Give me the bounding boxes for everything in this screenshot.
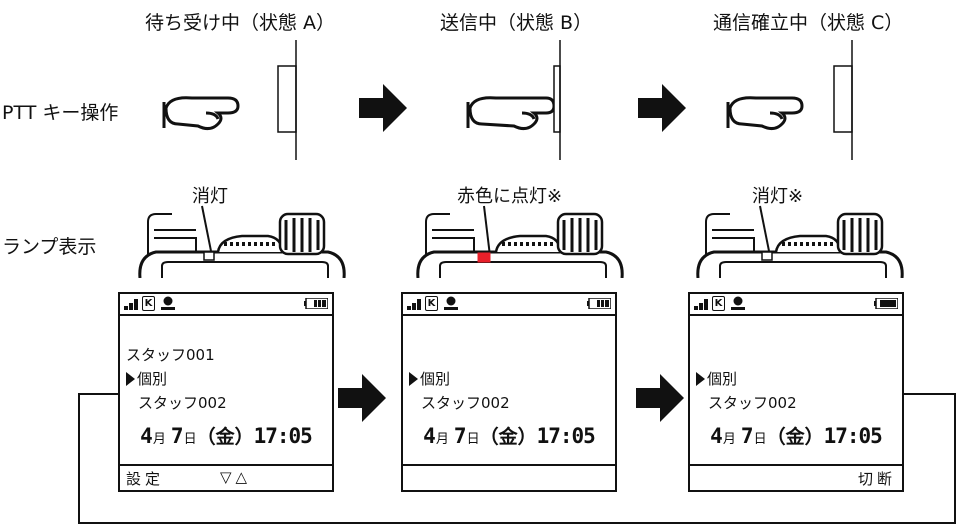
screen-state-b: K 個別 スタッフ002 4月 7日（金）17:05 <box>401 292 617 492</box>
signal-icon <box>694 299 708 310</box>
screen-state-c: K 個別 スタッフ002 4月 7日（金）17:05 切断 <box>688 292 904 492</box>
loop-line-right <box>954 393 956 524</box>
date-time: 4月 7日（金）17:05 <box>140 424 313 448</box>
screen-line-2: 個別 <box>126 368 167 389</box>
lamp-indicator <box>477 252 491 263</box>
radio-top-b <box>410 200 630 278</box>
loop-line-bottom <box>78 522 956 524</box>
selection-arrow-icon <box>696 372 705 386</box>
screen-line-2: 個別 <box>696 368 737 389</box>
settings-softkey[interactable]: 設定 <box>126 470 165 488</box>
right-arrow-icon <box>357 82 409 134</box>
radio-top-a <box>132 200 352 278</box>
lamp-caption-a: 消灯 <box>192 186 228 207</box>
screen-line-1: スタッフ001 <box>126 346 215 364</box>
pressing-hand-icon <box>466 40 561 160</box>
battery-icon <box>304 298 328 309</box>
key-icon: K <box>425 296 438 311</box>
screen-line-3: スタッフ002 <box>708 394 797 412</box>
person-icon <box>161 296 175 310</box>
signal-icon <box>124 299 138 310</box>
selection-arrow-icon <box>409 372 418 386</box>
right-arrow-icon <box>636 82 688 134</box>
status-bar: K <box>403 294 615 316</box>
date-time: 4月 7日（金）17:05 <box>423 424 596 448</box>
pressing-hand-icon <box>726 40 853 160</box>
loop-line-left <box>78 393 80 524</box>
right-arrow-icon <box>634 372 686 424</box>
radio-top-c <box>690 200 910 278</box>
lamp-caption-c: 消灯※ <box>752 186 804 207</box>
status-bar: K <box>690 294 902 316</box>
ptt-operation-a <box>158 40 318 164</box>
right-arrow-icon <box>336 372 388 424</box>
lamp-caption-b: 赤色に点灯※ <box>457 186 563 207</box>
status-bar: K <box>120 294 332 316</box>
screen-line-3: スタッフ002 <box>421 394 510 412</box>
date-time: 4月 7日（金）17:05 <box>710 424 883 448</box>
selection-arrow-icon <box>126 372 135 386</box>
scroll-softkey[interactable]: ▽△ <box>220 468 252 486</box>
key-icon: K <box>142 296 155 311</box>
key-icon: K <box>712 296 725 311</box>
ptt-operation-c <box>722 40 882 164</box>
state-a-title: 待ち受け中（状態 A） <box>145 12 336 34</box>
soft-key-bar: 設定 ▽△ <box>120 464 332 490</box>
lamp-row-label: ランプ表示 <box>2 236 97 258</box>
screen-state-a: K スタッフ001 個別 スタッフ002 4月 7日（金）17:05 設定 ▽△ <box>118 292 334 492</box>
pressing-hand-icon <box>162 40 297 160</box>
ptt-row-label: PTT キー操作 <box>2 102 119 124</box>
state-b-title: 送信中（状態 B） <box>440 12 593 34</box>
disconnect-softkey[interactable]: 切断 <box>857 470 896 488</box>
screen-line-3: スタッフ002 <box>138 394 227 412</box>
ptt-operation-b <box>460 40 620 164</box>
person-icon <box>444 296 458 310</box>
screen-line-2: 個別 <box>409 368 450 389</box>
signal-icon <box>407 299 421 310</box>
battery-icon <box>587 298 611 309</box>
soft-key-bar <box>403 464 615 490</box>
battery-icon <box>874 298 898 309</box>
state-c-title: 通信確立中（状態 C） <box>713 12 904 34</box>
person-icon <box>731 296 745 310</box>
soft-key-bar: 切断 <box>690 464 902 490</box>
loop-line-left-stub <box>78 393 118 395</box>
loop-line-right-stub <box>904 393 956 395</box>
